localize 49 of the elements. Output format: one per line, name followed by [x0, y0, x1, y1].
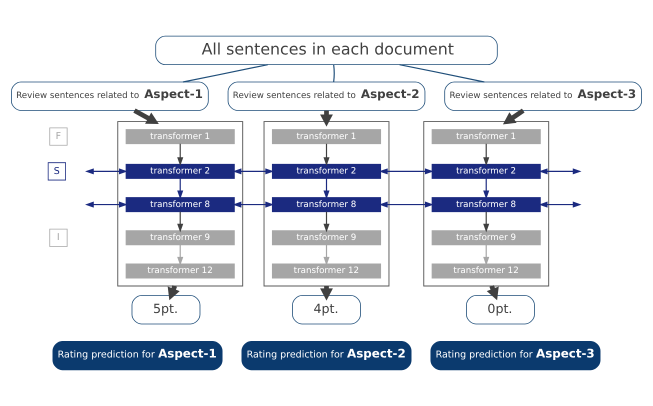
arrow	[232, 168, 274, 174]
arrow	[483, 178, 490, 200]
connector	[399, 64, 484, 83]
arrow	[323, 244, 330, 266]
arrow	[483, 212, 490, 232]
node-box: transformer 9	[432, 230, 541, 246]
node-box: transformer 8	[432, 197, 541, 212]
node-box: transformer 9	[126, 230, 235, 246]
node-box: transformer 12	[126, 264, 235, 278]
node-box: F	[49, 128, 68, 146]
node-box: I	[49, 228, 68, 247]
node-box: transformer 8	[126, 197, 235, 212]
arrow	[177, 144, 184, 166]
node-box: 0pt.	[466, 295, 535, 324]
node-box: transformer 2	[126, 164, 235, 179]
node-box: transformer 1	[432, 129, 541, 144]
node-box: Review sentences related to Aspect-2	[228, 82, 426, 111]
arrow	[323, 178, 330, 200]
node-box: 4pt.	[292, 295, 361, 324]
connector	[333, 64, 335, 82]
arrow	[378, 168, 434, 174]
arrow	[483, 144, 490, 166]
node-box: Rating prediction for Aspect-1	[52, 340, 223, 370]
node-box: Rating prediction for Aspect-3	[430, 340, 600, 370]
arrow	[177, 212, 184, 232]
node-box: transformer 12	[432, 264, 541, 278]
node-box: S	[48, 162, 66, 180]
node-box: Review sentences related to Aspect-3	[444, 82, 642, 111]
arrow	[177, 244, 184, 266]
node-box: Review sentences related to Aspect-1	[11, 82, 209, 111]
node-box: transformer 1	[126, 129, 235, 144]
node-box: transformer 1	[272, 129, 382, 144]
arrow	[177, 178, 184, 200]
arrow	[502, 108, 525, 124]
arrow	[378, 202, 434, 208]
node-box: Rating prediction for Aspect-2	[242, 340, 412, 370]
node-box: transformer 8	[272, 197, 382, 212]
arrow	[133, 108, 159, 124]
arrow	[483, 244, 490, 266]
node-box: All sentences in each document	[155, 36, 498, 66]
node-box: transformer 9	[272, 230, 382, 246]
arrow	[323, 144, 330, 166]
node-box: 5pt.	[132, 295, 200, 324]
node-box: transformer 2	[272, 164, 382, 179]
arrow	[232, 202, 274, 208]
connector	[182, 64, 268, 83]
node-box: transformer 12	[272, 264, 382, 278]
arrow	[323, 212, 330, 232]
node-box: transformer 2	[432, 164, 541, 179]
